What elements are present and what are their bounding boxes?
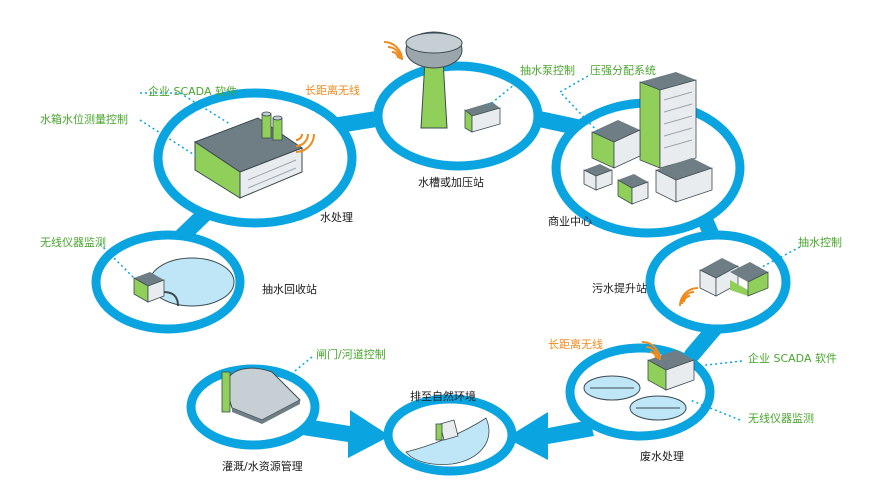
flow-arrows: [296, 410, 594, 460]
building-icon: [583, 72, 713, 205]
label-commercial: 商业中心: [548, 215, 592, 228]
callout-long-range-bottom: 长距离无线: [548, 338, 603, 351]
house-icon: [699, 258, 769, 297]
factory-icon: [193, 111, 304, 199]
wireless-signal-icon: [295, 133, 315, 153]
water-tower-icon: [405, 31, 501, 133]
gate-icon: [221, 367, 301, 424]
callout-scada-bottom: 企业 SCADA 软件: [748, 352, 837, 365]
ring-water-tower: [373, 61, 543, 171]
callout-long-range-top: 长距离无线: [305, 84, 360, 97]
wastewater-icon: [583, 350, 695, 421]
pump-return-icon: [133, 257, 235, 307]
callout-leaders: [99, 75, 801, 421]
label-water-tower: 水槽或加压站: [418, 176, 484, 189]
wireless-signal-icon: [383, 41, 403, 61]
label-sewage-lift: 污水提升站: [592, 282, 647, 295]
flow-arrow-icon: [296, 410, 390, 458]
label-pump-return: 抽水回收站: [262, 283, 317, 296]
discharge-icon: [405, 417, 490, 465]
callout-pump-control-top: 抽水泵控制: [520, 64, 575, 77]
callout-tank-level: 水箱水位测量控制: [40, 113, 128, 126]
callout-gate-control: 闸门/河道控制: [316, 348, 386, 361]
callout-wireless-monitor-left: 无线仪器监测: [40, 236, 106, 249]
callout-scada-top: 企业 SCADA 软件: [148, 85, 237, 98]
label-irrigation: 灌溉/水资源管理: [222, 460, 303, 473]
callout-wireless-monitor-bottom: 无线仪器监测: [748, 412, 814, 425]
wireless-signal-icon: [641, 341, 661, 361]
flow-arrow-icon: [506, 412, 594, 460]
label-water-treatment: 水处理: [320, 211, 353, 224]
wireless-signal-icon: [679, 287, 699, 307]
callout-pump-control-right: 抽水控制: [798, 236, 842, 249]
callout-pressure-distribution: 压强分配系统: [590, 64, 656, 77]
label-discharge: 排至自然环境: [410, 390, 476, 403]
label-wastewater: 废水处理: [640, 450, 684, 463]
